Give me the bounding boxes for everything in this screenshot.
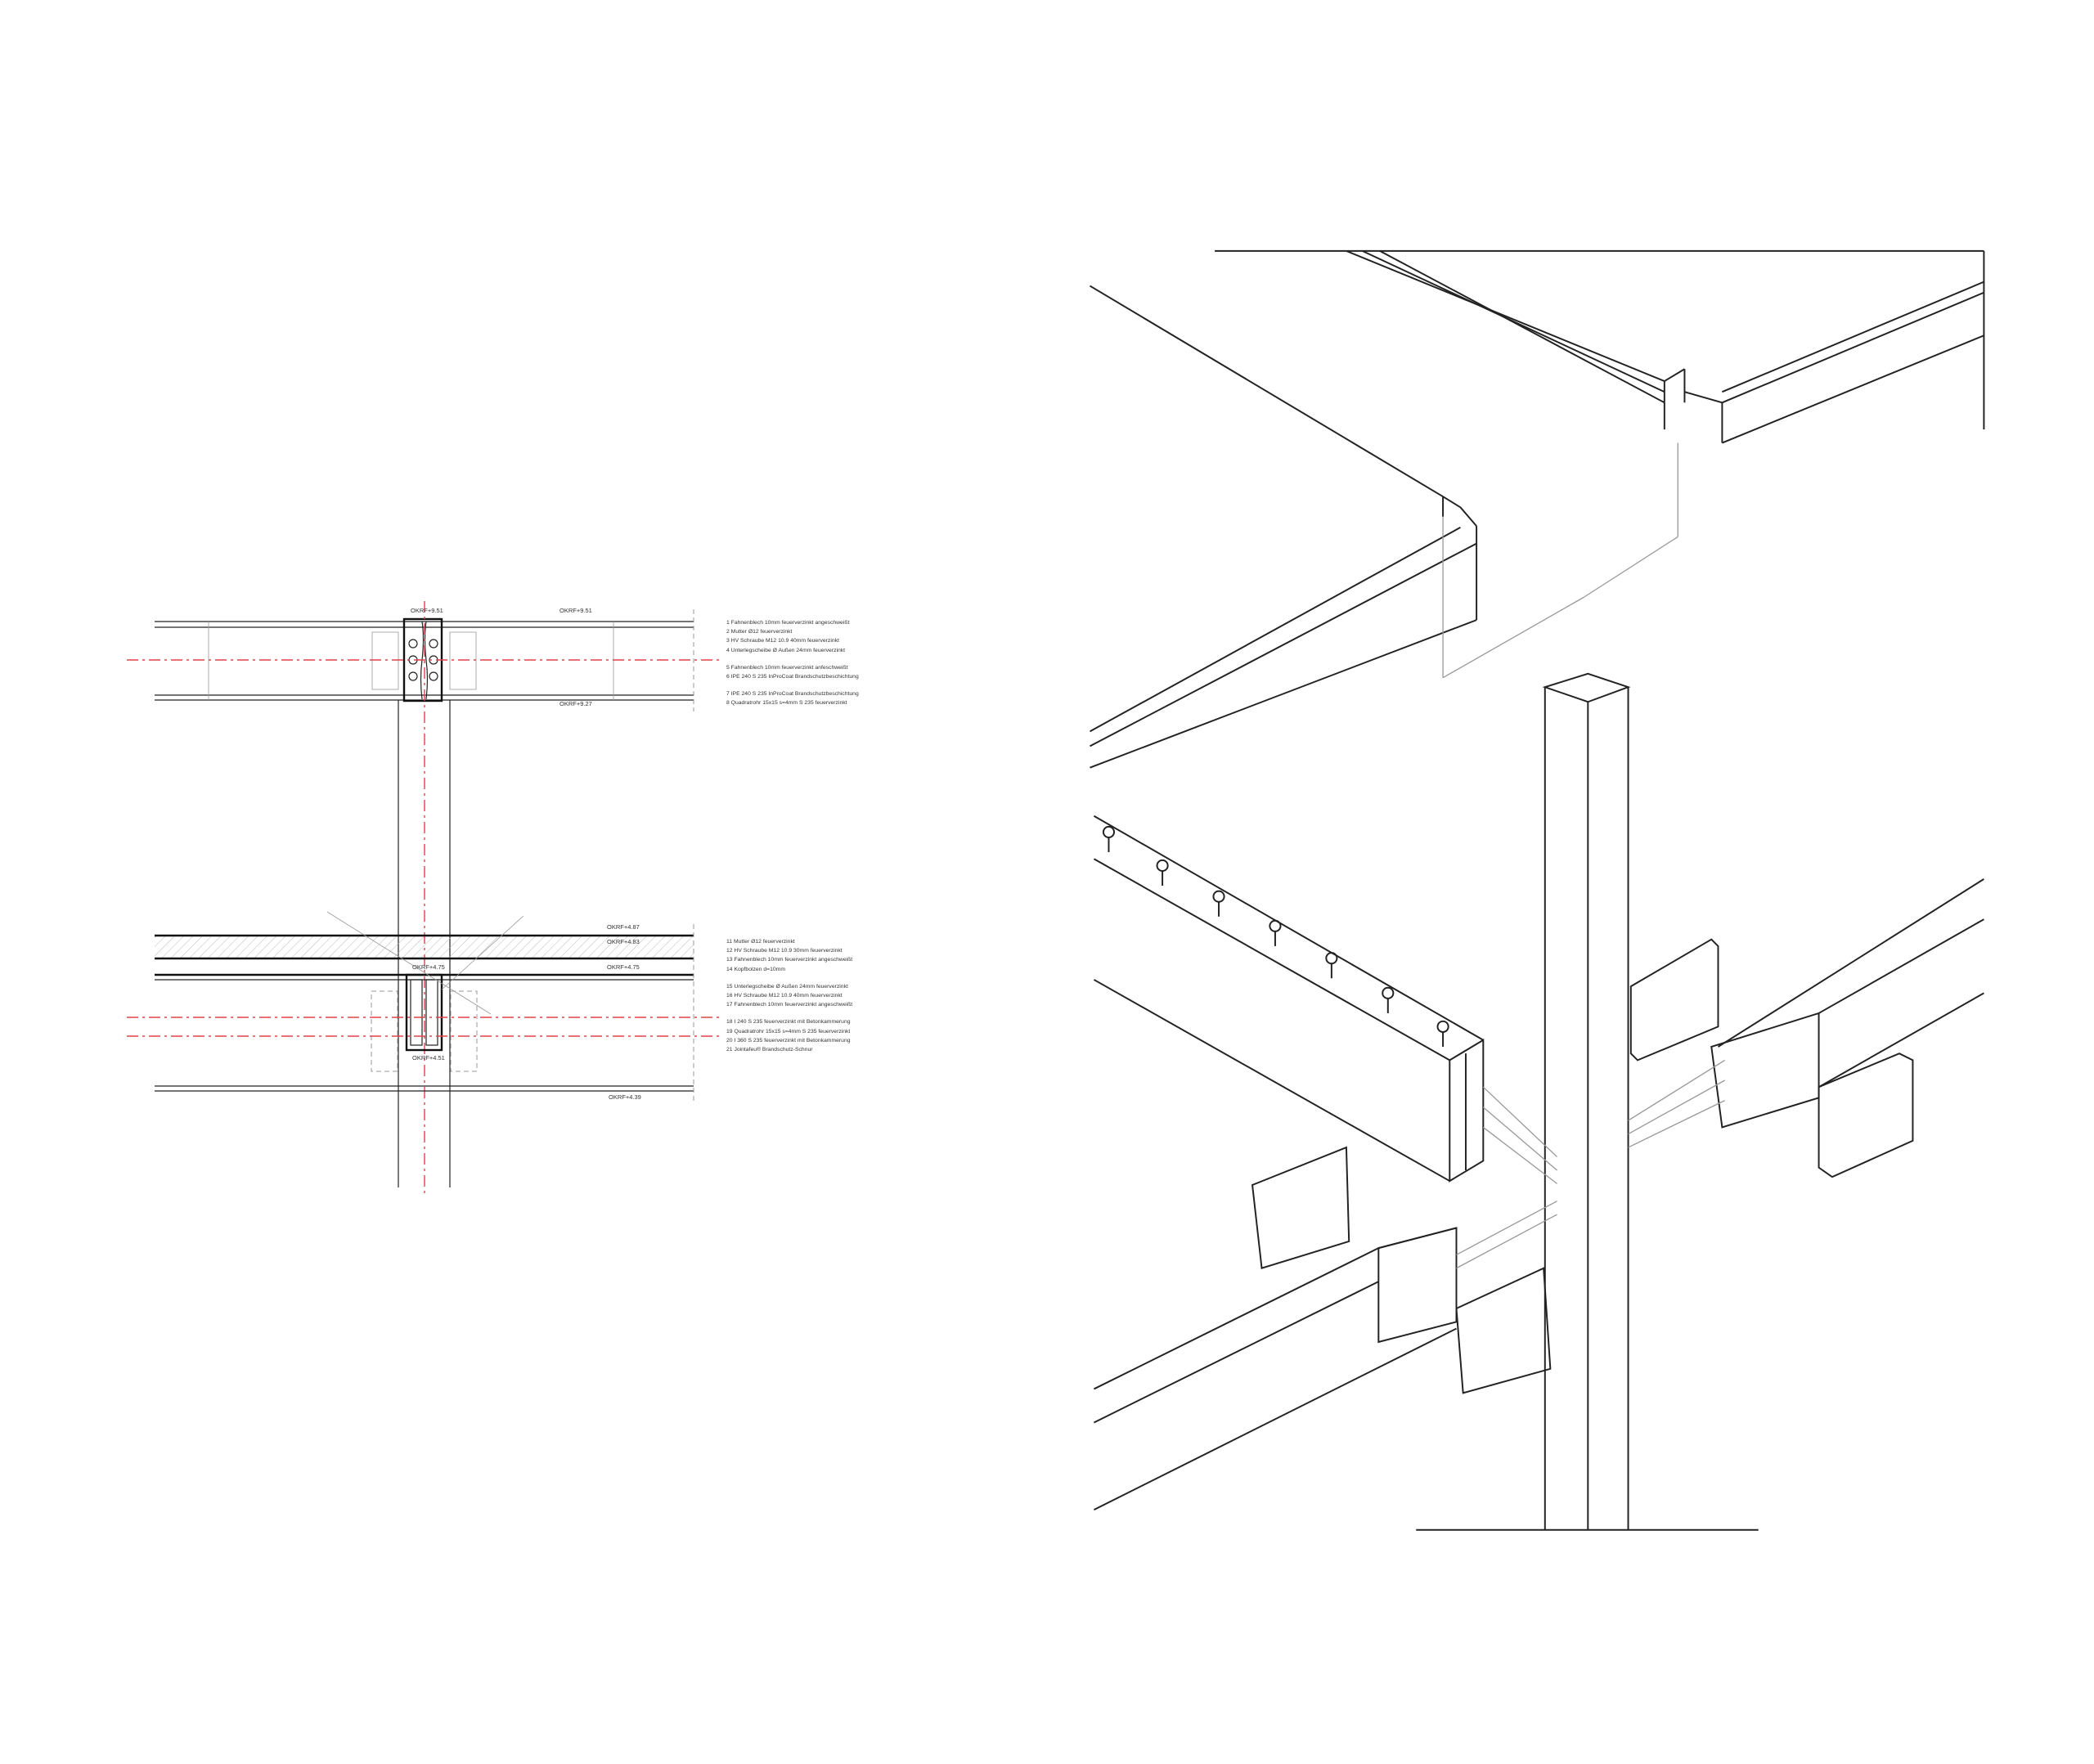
legend-item: 21 Jointafeu® Brandschutz-Schnur: [726, 1047, 813, 1053]
level-upper-connection: OKRF+9.51: [411, 607, 443, 614]
level-lower-connection: OKRF+4.75: [412, 963, 445, 971]
left-slab: [1089, 285, 1678, 769]
legend-item: 19 Quadratrohr 15x15 s=4mm S 235 feuerve…: [726, 1028, 851, 1035]
lower-connection-section: [127, 911, 720, 1104]
column: [1416, 672, 1759, 1531]
legend-upper: 1 Fahnenblech 10mm feuerverzinkt angesch…: [726, 618, 859, 708]
legend-item: 14 Kopfbolzen d=10mm: [726, 966, 785, 972]
level-upper-bottom: OKRF+9.27: [559, 700, 592, 707]
level-lower-bottom: OKRF+4.39: [609, 1093, 641, 1101]
right-beam: [1628, 878, 1984, 1178]
legend-item: 17 Fahnenblech 10mm feuerverzinkt angesc…: [726, 1002, 853, 1008]
legend-item: 13 Fahnenblech 10mm feuerverzinkt angesc…: [726, 957, 853, 963]
legend-item: 18 I 240 S 235 feuerverzinkt mit Betonka…: [726, 1019, 851, 1026]
legend-item: 1 Fahnenblech 10mm feuerverzinkt angesch…: [726, 620, 850, 626]
level-deck: OKRF+4.75: [607, 963, 640, 971]
upper-connection-section: [127, 609, 720, 711]
legend-item: 6 IPE 240 S 235 InProCoat Brandschutzbes…: [726, 674, 859, 680]
legend-item: 5 Fahnenblech 10mm feuerverzinkt anfesch…: [726, 664, 848, 671]
legend-item: 16 HV Schraube M12 10.9 40mm feuerverzin…: [726, 993, 843, 999]
legend-item: 3 HV Schraube M12 10.9 40mm feuerverzink…: [726, 638, 839, 644]
legend-lower: 11 Mutter Ø12 feuerverzinkt 12 HV Schrau…: [726, 937, 852, 1054]
legend-item: 12 HV Schraube M12 10.9 30mm feuerverzin…: [726, 948, 843, 954]
bottom-beam: [1093, 1146, 1557, 1511]
legend-item: 7 IPE 240 S 235 InProCoat Brandschutzbes…: [726, 691, 859, 698]
level-upper-top: OKRF+9.51: [559, 607, 592, 614]
legend-item: 8 Quadratrohr 15x15 s=4mm S 235 feuerver…: [726, 700, 847, 707]
legend-item: 15 Unterlegscheibe Ø Außen 24mm feuerver…: [726, 983, 848, 990]
legend-item: 2 Mutter Ø12 feuerverzinkt: [726, 629, 793, 635]
legend-item: 4 Unterlegscheibe Ø Außen 24mm feuerverz…: [726, 647, 846, 653]
level-lower-connection-bottom: OKRF+4.51: [412, 1054, 445, 1062]
level-slab-mid: OKRF+4.83: [607, 938, 640, 945]
left-beam-with-studs: [1093, 815, 1558, 1184]
legend-item: 20 I 360 S 235 feuerverzinkt mit Betonka…: [726, 1037, 851, 1044]
level-slab-top: OKRF+4.87: [607, 923, 640, 931]
upper-slab: [1215, 249, 1985, 444]
legend-item: 11 Mutter Ø12 feuerverzinkt: [726, 939, 795, 945]
